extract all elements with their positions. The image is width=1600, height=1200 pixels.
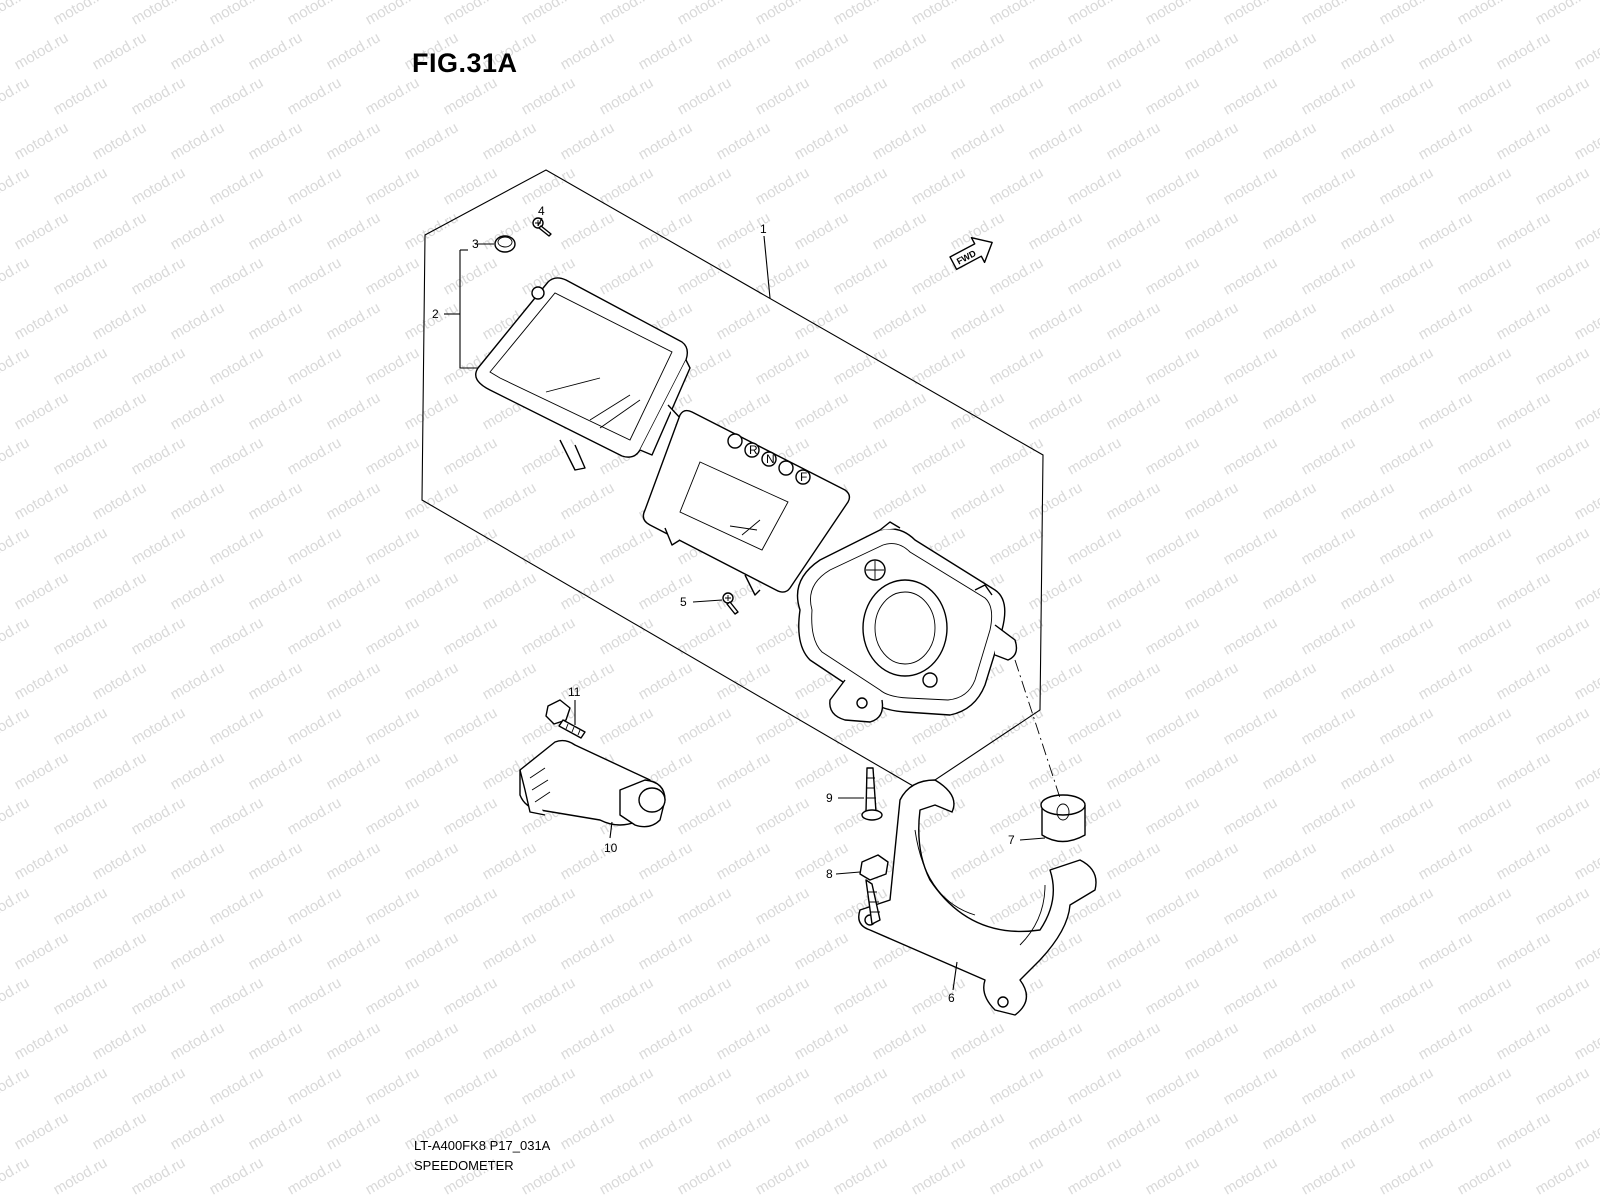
callout-1: 1 (760, 222, 767, 236)
part-3-cap (494, 235, 516, 253)
section-name: SPEEDOMETER (414, 1158, 514, 1173)
part-8-bolt (859, 854, 889, 925)
part-9-screw (861, 767, 883, 821)
callout-11: 11 (568, 685, 581, 699)
part-7-grommet (1040, 794, 1086, 843)
indicator-lamps: R N F (727, 433, 811, 485)
callout-2: 2 (432, 307, 439, 321)
part-10-speed-sensor (519, 739, 666, 828)
part-4-screw (532, 217, 552, 237)
callout-9: 9 (826, 791, 833, 805)
leader-lines (444, 217, 1046, 991)
callout-5: 5 (680, 595, 687, 609)
callout-3: 3 (472, 237, 479, 251)
callout-7: 7 (1008, 833, 1015, 847)
figure-title: FIG.31A (412, 48, 518, 78)
model-code: LT-A400FK8 P17_031A (414, 1138, 551, 1153)
part-11-bolt (545, 699, 586, 739)
callout-4: 4 (538, 204, 545, 218)
alignment-line (1014, 659, 1061, 799)
fwd-direction-arrow: FWD (949, 236, 993, 271)
indicator-letter-n: N (766, 452, 775, 466)
callout-6: 6 (948, 991, 955, 1005)
callout-10: 10 (604, 841, 618, 855)
callouts: 1 2 3 4 5 6 7 8 9 10 11 (432, 204, 1015, 1005)
callout-8: 8 (826, 867, 833, 881)
indicator-letter-f: F (800, 470, 807, 484)
part-2-meter-cover (475, 277, 691, 471)
part-5-screw (722, 592, 739, 615)
indicator-letter-r: R (749, 443, 758, 457)
meter-case (796, 521, 1018, 723)
display-panel: R N F (642, 409, 851, 596)
